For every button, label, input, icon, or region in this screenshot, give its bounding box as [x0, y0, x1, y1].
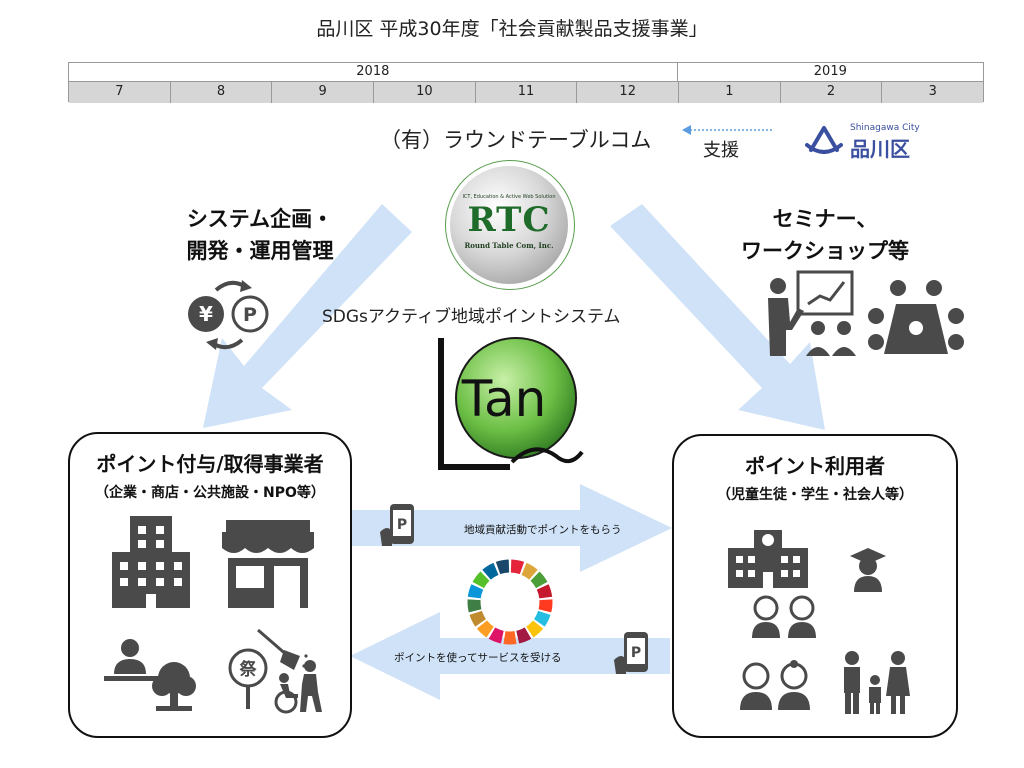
sdgs-wheel-segment: [516, 627, 532, 644]
flow-use-points-label: ポイントを使ってサービスを受ける: [394, 652, 562, 664]
phone-point-icon: P: [380, 504, 414, 546]
seminar-line1: セミナー、: [772, 207, 878, 231]
timeline-month: 1: [679, 82, 781, 103]
phone-point-icon: P: [614, 632, 648, 674]
elderly-couple-icon: [740, 660, 810, 710]
providers-box: ポイント付与/取得事業者 （企業・商店・公共施設・NPO等）: [68, 432, 352, 738]
providers-subtitle: （企業・商店・公共施設・NPO等）: [95, 485, 325, 501]
flow-earn-points-label: 地域貢献活動でポイントをもらう: [464, 524, 622, 536]
yen-point-exchange-icon: ¥ P: [188, 280, 269, 350]
rtc-logo-tagline: ICT, Education & Active Web Solution: [462, 194, 556, 200]
sdgs-wheel-segment: [467, 584, 484, 599]
shop-icon: [222, 520, 314, 608]
tree-icon: [152, 662, 196, 711]
family-icon: [844, 651, 910, 714]
arrow-earn-points: [352, 484, 672, 572]
timeline-table: 2018 2019 7 8 9 10 11 12 1 2 3: [68, 62, 984, 103]
sdgs-wheel-segment: [488, 627, 504, 644]
shinagawa-ward-logo-icon: [805, 126, 843, 154]
ward-name: 品川区: [850, 137, 910, 161]
sdgs-wheel-segment: [467, 599, 482, 613]
sdgs-wheel-segment: [526, 620, 544, 638]
timeline-month: 11: [476, 82, 578, 103]
timeline-years: 2018 2019: [69, 63, 983, 81]
timeline-month: 12: [577, 82, 680, 103]
sdgs-wheel-segment: [482, 562, 499, 580]
page-title: 品川区 平成30年度「社会貢献製品支援事業」: [316, 18, 708, 40]
timeline-year-2018: 2018: [69, 63, 678, 81]
rtc-logo-letters: RTC: [467, 200, 551, 240]
rtc-logo-subname: Round Table Com, Inc.: [464, 241, 554, 250]
providers-title: ポイント付与/取得事業者: [96, 452, 324, 476]
festival-glyph: 祭: [239, 659, 258, 680]
system-dev-line2: 開発・運用管理: [186, 239, 334, 263]
seminar-presenter-icon: [768, 270, 856, 356]
students-icon: [752, 595, 816, 638]
sdgs-wheel-segment: [536, 584, 553, 599]
sdgs-wheel-segment: [530, 571, 548, 589]
users-title: ポイント利用者: [745, 454, 885, 478]
yen-glyph: ¥: [199, 302, 213, 326]
wheelchair-assistance-icon: [274, 660, 322, 714]
timeline-month: 3: [928, 84, 937, 99]
office-building-icon: [112, 516, 190, 608]
sdgs-wheel-segment: [510, 559, 525, 575]
sdgs-wheel-segment: [495, 559, 510, 575]
users-box: ポイント利用者 （児童生徒・学生・社会人等）: [672, 434, 958, 738]
sdgs-wheel-segment: [538, 599, 553, 613]
timeline-year-2019: 2019: [813, 64, 847, 79]
sdgs-wheel-segment: [469, 610, 487, 627]
sdgs-wheel-segment: [521, 562, 538, 580]
sdgs-wheel-segment: [472, 571, 490, 589]
support-arrow: [682, 125, 774, 135]
rtc-logo: ICT, Education & Active Web Solution RTC…: [450, 166, 568, 284]
timeline-months: 7 8 9 10 11 12 1 2 3: [69, 81, 983, 103]
users-subtitle: （児童生徒・学生・社会人等）: [717, 487, 913, 503]
festival-fan-icon: 祭: [228, 648, 268, 709]
phone-point-glyph-top: P: [397, 517, 407, 533]
timeline-month: 8: [171, 82, 273, 103]
school-building-icon: [728, 530, 808, 588]
seminar-line2: ワークショップ等: [741, 239, 909, 263]
timeline-month: 10: [374, 82, 476, 103]
arrow-to-providers: [203, 204, 412, 428]
timeline-month: 2: [781, 82, 883, 103]
arrow-to-users: [610, 204, 825, 430]
sdgs-wheel-segment: [533, 610, 551, 627]
arrow-use-points: [350, 612, 670, 700]
graduate-icon: [850, 548, 886, 592]
sdgs-wheel-icon: [467, 559, 553, 645]
ward-subtitle: Shinagawa City: [850, 123, 920, 133]
tan-logo-text: Tan: [461, 370, 547, 428]
support-label: 支援: [703, 140, 739, 161]
company-name: （有）ラウンドテーブルコム: [380, 128, 652, 152]
workshop-group-icon: [868, 280, 964, 354]
sdgs-wheel-segment: [476, 620, 494, 638]
system-name: SDGsアクティブ地域ポイントシステム: [322, 307, 621, 327]
timeline-month: 9: [272, 82, 375, 103]
reception-staff-icon: [104, 639, 174, 681]
phone-point-glyph-bottom: P: [631, 645, 641, 661]
system-dev-label: システム企画・ 開発・運用管理: [140, 203, 380, 267]
system-dev-line1: システム企画・: [186, 207, 334, 231]
seminar-label: セミナー、 ワークショップ等: [705, 203, 945, 267]
tan-logo: Tan: [438, 337, 584, 470]
timeline-month: 7: [69, 82, 171, 103]
point-glyph: P: [243, 304, 257, 326]
